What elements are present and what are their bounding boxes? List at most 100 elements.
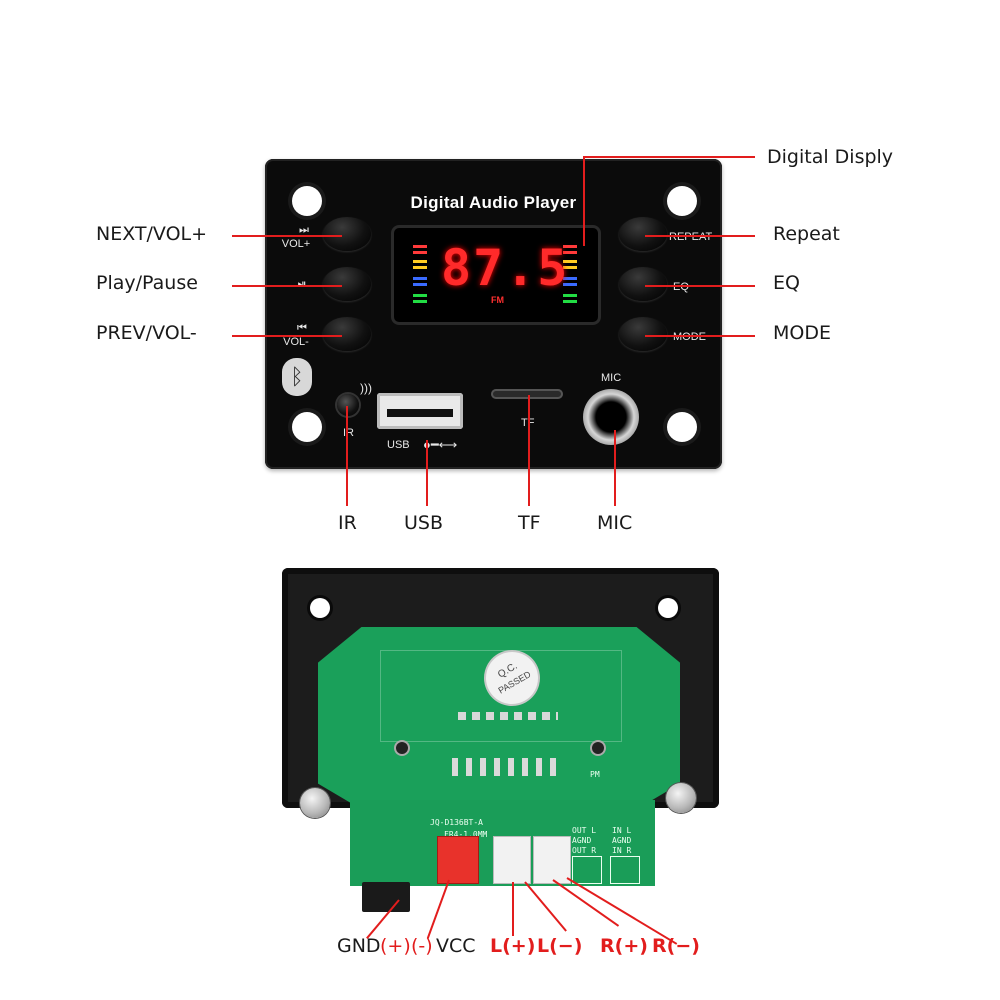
callout-line-repeat xyxy=(645,235,755,237)
next-vol-button[interactable] xyxy=(323,217,371,251)
pcb-screw xyxy=(396,742,408,754)
front-panel: Digital Audio Player ⏭ VOL+ ⏯ ⏮ VOL- 87.… xyxy=(265,159,722,469)
play-pause-button[interactable] xyxy=(323,267,371,301)
label-gnd: GND xyxy=(337,935,381,957)
eq-bar xyxy=(413,251,427,254)
mode-button[interactable] xyxy=(619,317,667,351)
mount-hole-bottom-left xyxy=(292,412,322,442)
power-connector[interactable] xyxy=(437,836,479,884)
usb-caption: USB xyxy=(387,439,410,451)
ir-receiver xyxy=(337,394,359,416)
eq-button[interactable] xyxy=(619,267,667,301)
prev-vol-button[interactable] xyxy=(323,317,371,351)
label-eq: EQ xyxy=(773,272,800,294)
callout-line-mode xyxy=(645,335,755,337)
eq-bar xyxy=(563,283,577,286)
bluetooth-icon: ᛒ xyxy=(282,358,312,396)
screw-right xyxy=(666,783,696,813)
label-mode: MODE xyxy=(773,322,831,344)
ir-caption: IR xyxy=(343,427,354,439)
callout-line-display xyxy=(583,156,755,158)
eq-bar xyxy=(413,260,427,263)
callout-line-vcc xyxy=(426,879,450,939)
eq-caption: EQ xyxy=(673,281,689,293)
digital-display: 87.5 FM xyxy=(391,225,601,325)
tf-caption: TF xyxy=(521,417,534,429)
callout-line-ir xyxy=(346,406,348,506)
eq-bar xyxy=(413,300,427,303)
pm-text: PM xyxy=(590,770,600,779)
mic-jack[interactable] xyxy=(583,389,639,445)
mount-hole-top-left xyxy=(292,186,322,216)
model-text: JQ-D136BT-A xyxy=(430,818,483,827)
solder-row-top xyxy=(458,712,558,720)
mode-caption: MODE xyxy=(673,331,706,343)
label-digital-display: Digital Disply xyxy=(767,146,894,168)
eq-bar xyxy=(563,245,577,248)
mount-hole-top-right xyxy=(667,186,697,216)
label-prev-vol: PREV/VOL- xyxy=(96,322,197,344)
eq-bar xyxy=(563,294,577,297)
prev-vol-caption: VOL- xyxy=(283,336,309,348)
repeat-button[interactable] xyxy=(619,217,667,251)
eq-bar xyxy=(563,277,577,280)
eq-bar xyxy=(563,300,577,303)
aux-header-in xyxy=(610,856,640,884)
label-minus: (-) xyxy=(411,935,433,957)
mount-hole-bottom-right xyxy=(667,412,697,442)
tf-card-slot[interactable] xyxy=(491,389,563,399)
label-l-plus: L(+) xyxy=(490,935,536,957)
callout-line-next xyxy=(232,235,342,237)
label-vcc: VCC xyxy=(436,935,476,957)
callout-line-usb xyxy=(426,440,428,506)
black-jack xyxy=(362,882,410,912)
label-r-plus: R(+) xyxy=(600,935,648,957)
eq-bar xyxy=(563,266,577,269)
out-label-1: OUT L xyxy=(572,826,597,835)
panel-title: Digital Audio Player xyxy=(410,193,577,212)
eq-bar xyxy=(413,294,427,297)
eq-bar xyxy=(413,266,427,269)
callout-line-prev xyxy=(232,335,342,337)
eq-bar xyxy=(563,251,577,254)
play-pause-icon: ⏯ xyxy=(297,278,307,290)
pcb-screw xyxy=(592,742,604,754)
callout-line-eq xyxy=(645,285,755,287)
usb-port[interactable] xyxy=(377,393,463,429)
in-label-3: IN R xyxy=(612,846,632,855)
label-ir: IR xyxy=(338,512,357,534)
usb-tongue xyxy=(387,409,453,417)
callout-line-l-minus xyxy=(524,881,567,932)
label-plus: (+) xyxy=(380,935,411,957)
screw-left xyxy=(300,788,330,818)
back-mount-hole-top-left xyxy=(310,598,330,618)
eq-bar xyxy=(413,245,427,248)
usb-icon: ●━⟷ xyxy=(423,437,458,452)
ir-wave-icon: ))) xyxy=(360,381,372,395)
label-play-pause: Play/Pause xyxy=(96,272,198,294)
repeat-caption: REPEAT xyxy=(669,231,713,243)
solder-row-bottom xyxy=(452,758,564,776)
left-speaker-connector[interactable] xyxy=(493,836,531,884)
label-next-vol: NEXT/VOL+ xyxy=(96,223,208,245)
silk-outline xyxy=(380,650,622,742)
in-label-1: IN L xyxy=(612,826,632,835)
eq-bar xyxy=(563,260,577,263)
display-band: FM xyxy=(491,295,504,305)
label-repeat: Repeat xyxy=(773,223,840,245)
label-r-minus: R(−) xyxy=(652,935,700,957)
material-text: FR4-1.0MM xyxy=(444,830,488,839)
callout-line-l-plus xyxy=(512,882,514,936)
next-icon: ⏭ xyxy=(299,224,309,236)
right-speaker-connector[interactable] xyxy=(533,836,571,884)
out-label-2: AGND xyxy=(572,836,592,845)
label-tf: TF xyxy=(518,512,541,534)
eq-bar xyxy=(413,277,427,280)
out-label-3: OUT R xyxy=(572,846,597,855)
label-usb: USB xyxy=(404,512,444,534)
next-vol-caption: VOL+ xyxy=(281,238,311,250)
prev-icon: ⏮ xyxy=(297,322,307,334)
label-l-minus: L(−) xyxy=(537,935,583,957)
callout-line-play xyxy=(232,285,342,287)
callout-line-display-drop xyxy=(583,156,585,246)
